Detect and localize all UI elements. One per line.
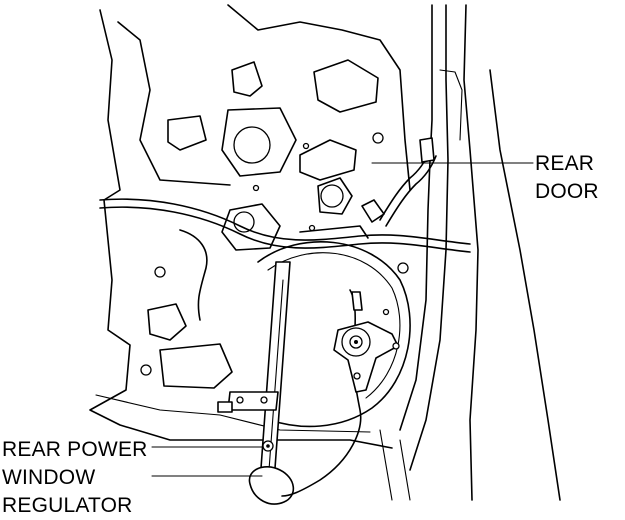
- speaker-opening: [257, 240, 411, 428]
- regulator-motor: [281, 289, 400, 497]
- door-frame-rails: [379, 4, 561, 501]
- panel-cutouts: [140, 59, 409, 389]
- rear-door-label-line-1: REAR: [535, 152, 595, 175]
- regulator-label-line-1: REAR POWER: [2, 438, 148, 461]
- regulator-label-line-2: WINDOW: [2, 466, 96, 489]
- rear-door-label: REAR DOOR: [535, 150, 599, 206]
- wire-harness: [99, 137, 471, 321]
- door-panel-outline: [89, 4, 411, 449]
- rear-door-label-line-2: DOOR: [535, 180, 599, 203]
- regulator-label-line-3: REGULATOR: [2, 494, 133, 517]
- rear-power-window-regulator-label: REAR POWER WINDOW REGULATOR: [2, 436, 148, 520]
- regulator-rail: [217, 261, 295, 505]
